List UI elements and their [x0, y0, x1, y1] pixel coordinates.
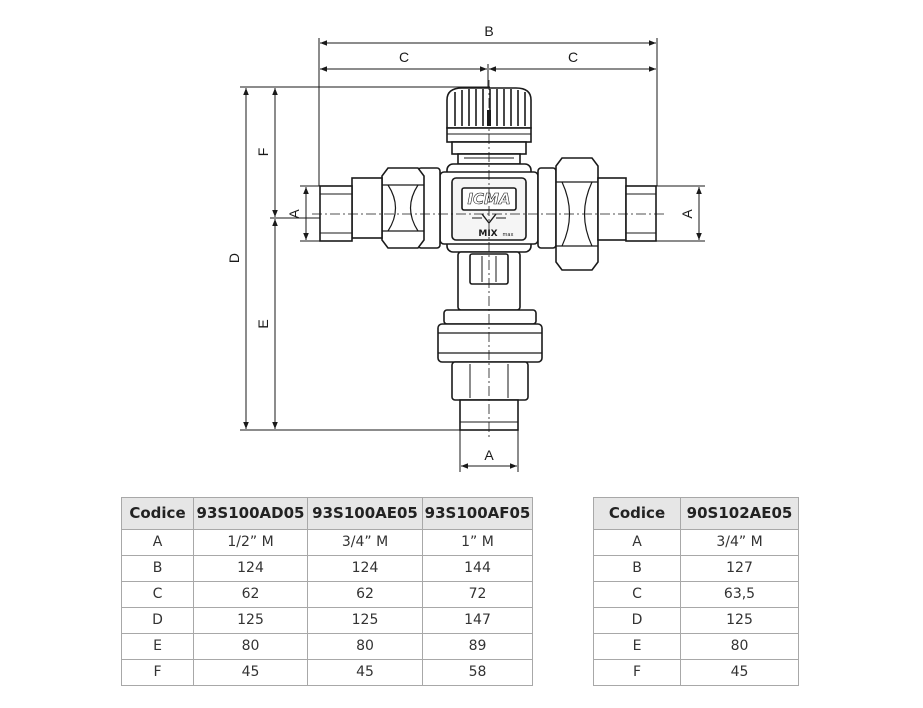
table-row: D 125 125 147 [121, 607, 533, 634]
table-cell: B [593, 555, 681, 582]
center-lines [312, 80, 664, 440]
table-cell: D [593, 607, 681, 634]
table-cell: 3/4” M [307, 529, 423, 556]
table-cell: 80 [193, 633, 308, 660]
table-cell: 80 [680, 633, 799, 660]
table-cell: 124 [193, 555, 308, 582]
dim-label-e: E [255, 319, 271, 328]
header-code: 93S100AF05 [422, 497, 533, 530]
valve-body: ICMA MIX max [319, 87, 657, 431]
dim-label-a-left: A [286, 209, 302, 219]
dim-label-a-bottom: A [484, 447, 494, 463]
table-row: E 80 80 89 [121, 633, 533, 660]
table-cell: C [121, 581, 194, 608]
brand-logo-text: ICMA [467, 190, 510, 208]
table-cell: 1” M [422, 529, 533, 556]
table-cell: B [121, 555, 194, 582]
dimension-lines [243, 40, 702, 469]
table-cell: 45 [680, 659, 799, 686]
table-cell: 144 [422, 555, 533, 582]
table-cell: 72 [422, 581, 533, 608]
table-cell: 58 [422, 659, 533, 686]
dim-label-f: F [255, 148, 271, 157]
table-cell: 125 [307, 607, 423, 634]
table-cell: 62 [193, 581, 308, 608]
table-row: A 3/4” M [593, 529, 799, 556]
table-cell: 127 [680, 555, 799, 582]
table-cell: 125 [193, 607, 308, 634]
valve-technical-drawing: B C C D F E A A A [226, 23, 705, 472]
table-row: F 45 45 58 [121, 659, 533, 686]
header-code: 93S100AD05 [193, 497, 308, 530]
table-row: B 124 124 144 [121, 555, 533, 582]
table-cell: 147 [422, 607, 533, 634]
table-header-row: Codice 93S100AD05 93S100AE05 93S100AF05 [121, 497, 533, 530]
header-codice: Codice [121, 497, 194, 530]
header-code: 90S102AE05 [680, 497, 799, 530]
extension-lines [240, 38, 705, 472]
table-cell: 63,5 [680, 581, 799, 608]
table-row: B 127 [593, 555, 799, 582]
dim-label-c-left: C [399, 49, 409, 65]
table-cell: F [121, 659, 194, 686]
table-cell: 80 [307, 633, 423, 660]
table-cell: 62 [307, 581, 423, 608]
table-cell: 45 [193, 659, 308, 686]
dim-label-b: B [484, 23, 493, 39]
dim-label-c-right: C [568, 49, 578, 65]
table-cell: 45 [307, 659, 423, 686]
table-row: A 1/2” M 3/4” M 1” M [121, 529, 533, 556]
valve-mix-marking: MIX [478, 229, 497, 239]
spec-table-90s102: Codice 90S102AE05 A 3/4” M B 127 C 63,5 … [593, 497, 799, 686]
table-cell: C [593, 581, 681, 608]
valve-max-marking: max [503, 232, 514, 238]
spec-table-93s100: Codice 93S100AD05 93S100AE05 93S100AF05 … [121, 497, 533, 686]
valve-knob [446, 87, 532, 143]
table-row: C 63,5 [593, 581, 799, 608]
table-cell: F [593, 659, 681, 686]
dim-label-d: D [226, 253, 242, 263]
table-row: D 125 [593, 607, 799, 634]
table-cell: 89 [422, 633, 533, 660]
table-cell: D [121, 607, 194, 634]
header-codice: Codice [593, 497, 681, 530]
table-cell: 3/4” M [680, 529, 799, 556]
table-cell: E [593, 633, 681, 660]
table-cell: A [121, 529, 194, 556]
header-code: 93S100AE05 [307, 497, 423, 530]
table-cell: E [121, 633, 194, 660]
table-row: F 45 [593, 659, 799, 686]
table-row: C 62 62 72 [121, 581, 533, 608]
table-cell: A [593, 529, 681, 556]
table-cell: 1/2” M [193, 529, 308, 556]
table-header-row: Codice 90S102AE05 [593, 497, 799, 530]
table-cell: 125 [680, 607, 799, 634]
table-cell: 124 [307, 555, 423, 582]
dim-label-a-right: A [679, 209, 695, 219]
table-row: E 80 [593, 633, 799, 660]
